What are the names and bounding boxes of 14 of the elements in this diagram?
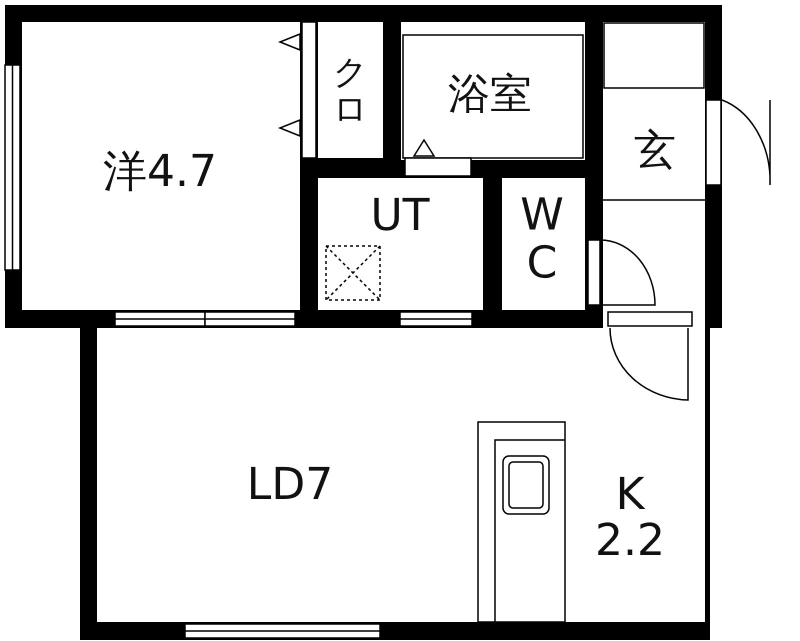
room-label: UT <box>370 192 430 240</box>
room-area <box>502 178 585 310</box>
room-area <box>22 22 300 310</box>
room-area <box>318 178 483 310</box>
room-label: W C <box>520 192 564 288</box>
room-label: 洋4.7 <box>103 148 217 196</box>
room-area <box>603 22 705 328</box>
room-label: LD7 <box>246 462 334 508</box>
room-label: クロ <box>333 54 367 130</box>
room-label: K 2.2 <box>594 472 666 564</box>
room-area <box>318 22 383 158</box>
room-area <box>97 328 478 622</box>
room-label: 浴室 <box>448 72 532 116</box>
room-label: 玄 <box>634 128 676 172</box>
